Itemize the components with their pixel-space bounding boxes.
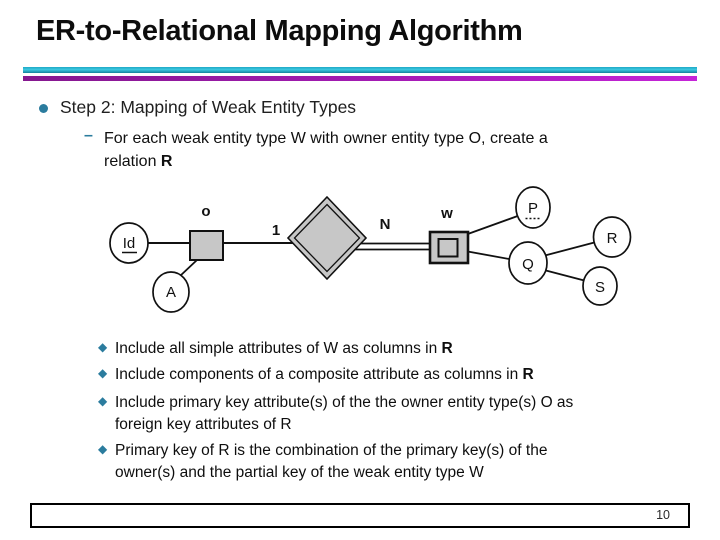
attr-a-label: A [166, 284, 176, 301]
weak-entity-box [428, 230, 470, 265]
attr-p-label: P [528, 200, 538, 217]
diamond-bullet-icon: ◆ [98, 442, 108, 456]
diamond-bullet-icon: ◆ [98, 340, 108, 354]
attr-r-label: R [607, 230, 618, 247]
page-number: 10 [656, 508, 670, 522]
line-weak-to-p [464, 212, 527, 236]
attr-p-oval [515, 186, 551, 229]
sub-bullet-text: For each weak entity type W with owner e… [104, 130, 548, 170]
attr-id-label: Id [123, 235, 136, 252]
step-heading: Step 2: Mapping of Weak Entity Types [60, 97, 357, 117]
bullet-text: Include components of a composite attrib… [115, 366, 534, 383]
diamond-bullet-icon: ◆ [98, 394, 108, 408]
cardinality-one-label: 1 [272, 222, 280, 239]
attr-q-oval [508, 241, 548, 285]
attr-s-oval [582, 266, 618, 306]
cardinality-n-label: N [380, 216, 391, 233]
footer-bar: 10 [30, 503, 690, 528]
bullet-item: ◆ Primary key of R is the combination of… [98, 440, 688, 484]
weak-entity-box-inner [437, 238, 459, 258]
page-title: ER-to-Relational Mapping Algorithm [36, 15, 523, 47]
circle-bullet-icon [39, 104, 48, 113]
owner-entity-label: o [201, 203, 210, 220]
accent-bar-cyan [23, 67, 697, 73]
line-q-to-s [543, 269, 591, 283]
attr-id-oval [109, 222, 149, 264]
attr-q-label: Q [522, 256, 534, 273]
weak-entity-label: w [440, 205, 453, 222]
owner-entity-box [189, 230, 224, 261]
line-owner-to-a [179, 259, 198, 277]
diamond-bullet-icon: ◆ [98, 366, 108, 380]
bullet-text: Include all simple attributes of W as co… [115, 340, 453, 357]
bullet-text: Primary key of R is the combination of t… [115, 442, 548, 481]
er-diagram: o w 1 N Id A P Q R S [109, 186, 632, 313]
attr-s-label: S [595, 279, 605, 296]
attr-a-oval [152, 271, 190, 313]
relationship-diamond [286, 195, 368, 281]
bullet-item: ◆ Include components of a composite attr… [98, 364, 688, 386]
attr-r-oval [592, 216, 632, 258]
bullet-text: Include primary key attribute(s) of the … [115, 394, 574, 433]
accent-bar-purple [23, 75, 697, 81]
bullet-item: ◆ Include primary key attribute(s) of th… [98, 392, 688, 436]
bullet-item: ◆ Include all simple attributes of W as … [98, 338, 688, 360]
dash-bullet-icon: – [84, 127, 93, 144]
relationship-diamond-inner [293, 203, 361, 273]
line-q-to-r [542, 240, 601, 257]
